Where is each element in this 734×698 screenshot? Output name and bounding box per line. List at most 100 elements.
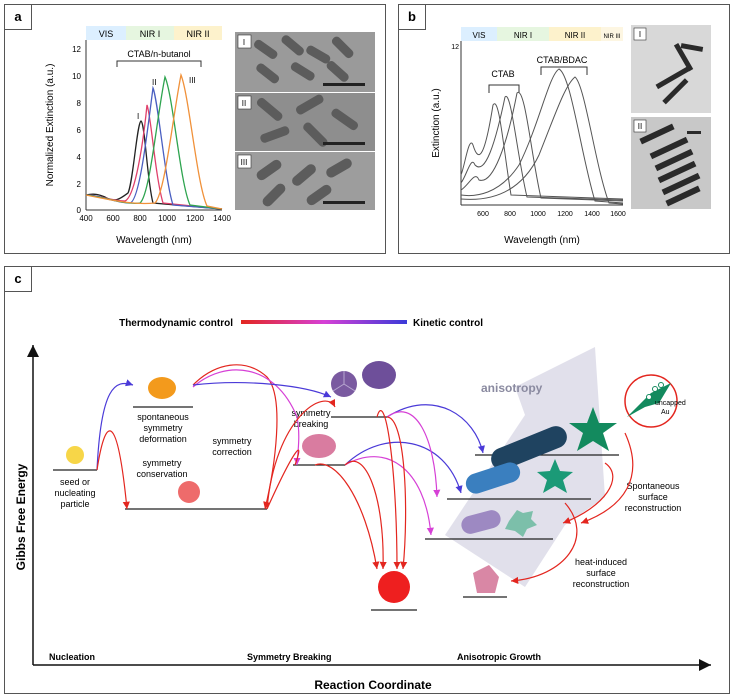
control-gradient-bar	[241, 320, 407, 324]
curve-4	[85, 72, 223, 210]
curve-0	[85, 120, 223, 210]
micrograph-iii	[235, 152, 375, 210]
micrograph-label-iii: III	[241, 158, 248, 167]
band-nir2	[174, 26, 222, 40]
x-tick: 1000	[530, 211, 546, 218]
sym-break-2: breaking	[294, 419, 329, 429]
band-label-nir2: NIR II	[565, 31, 585, 40]
y-axis-label: Normalized Extinction (a.u.)	[45, 64, 56, 187]
series-label: CTAB/n-butanol	[127, 49, 190, 59]
series-bracket	[116, 60, 202, 67]
star-medium	[537, 459, 573, 493]
star-small	[505, 510, 537, 537]
band-label-vis: VIS	[99, 29, 114, 39]
sym-break-1: symmetry	[292, 408, 331, 418]
band-label-vis: VIS	[473, 31, 486, 40]
x-tick: 1400	[213, 214, 231, 223]
panel-c: c Thermodynamic control Kinetic con	[4, 266, 730, 694]
y-tick: 2	[77, 180, 82, 189]
y-tick: 10	[72, 72, 81, 81]
heat-recon-3: reconstruction	[573, 579, 630, 589]
transition-arrows	[96, 364, 634, 585]
stage-anisotropic-growth: Anisotropic Growth	[457, 652, 541, 662]
x-tick: 1400	[584, 211, 600, 218]
panel-a-label: a	[5, 5, 32, 30]
panel-c-diagram: Thermodynamic control Kinetic control Gi…	[14, 318, 711, 692]
x-ticks: 600 800 1000 1200 1400 1600	[477, 211, 626, 218]
sphere-particle	[378, 571, 410, 603]
curve-label-i: I	[137, 112, 139, 121]
curve-label-ii: II	[152, 78, 156, 87]
spont-def-2: symmetry	[144, 423, 183, 433]
star-large	[569, 407, 617, 451]
uncapped-label-1: uncapped	[655, 400, 686, 407]
symmetry-broken-particle	[302, 434, 336, 458]
seed-particle	[66, 446, 84, 464]
panel-a-chart: VIS NIR I NIR II 0 2 4 6 8 10 12 400 600…	[45, 26, 375, 246]
x-ticks: 400 600 800 1000 1200 1400	[79, 214, 231, 223]
x-tick: 800	[504, 211, 516, 218]
x-tick: 600	[106, 214, 120, 223]
band-label-nir2: NIR II	[186, 29, 209, 39]
seed-label-1: seed or	[60, 477, 90, 487]
y-tick: 12	[72, 45, 81, 54]
spont-def-3: deformation	[139, 434, 187, 444]
x-axis-label: Wavelength (nm)	[116, 235, 192, 246]
x-tick: 1200	[186, 214, 204, 223]
curve-label-iii: III	[189, 76, 196, 85]
stage-symmetry-breaking: Symmetry Breaking	[247, 652, 332, 662]
y-ticks: 0 2 4 6 8 10 12	[72, 45, 81, 215]
uncapped-label-2: Au	[661, 409, 670, 416]
stage-nucleation: Nucleation	[49, 652, 95, 662]
panel-c-label: c	[5, 267, 32, 292]
band-vis	[86, 26, 126, 40]
bracket-ctab	[488, 84, 520, 93]
heat-recon-2: surface	[586, 568, 616, 578]
x-tick: 600	[477, 211, 489, 218]
y-axis-label: Gibbs Free Energy	[14, 463, 28, 570]
seed-label-2: nucleating	[54, 488, 95, 498]
micrograph-label-ii: II	[638, 122, 642, 131]
spont-def-1: spontaneous	[137, 412, 189, 422]
symmetric-particle	[178, 481, 200, 503]
decahedral-particle	[362, 361, 396, 389]
spont-recon-3: reconstruction	[625, 503, 682, 513]
x-tick: 400	[79, 214, 93, 223]
y-tick: 6	[77, 126, 82, 135]
y-axis-label: Extinction (a.u.)	[431, 88, 442, 157]
spont-recon-2: surface	[638, 492, 668, 502]
sym-corr-1: symmetry	[213, 436, 252, 446]
medium-nanorod	[465, 462, 521, 494]
bracket-bdac	[540, 66, 588, 75]
spont-recon-1: Spontaneous	[626, 481, 680, 491]
x-tick: 800	[133, 214, 147, 223]
micrograph-stack-a: I II III	[235, 32, 375, 210]
panel-b: b VIS NIR I NIR II NIR III 12 600 800 10…	[398, 4, 730, 254]
x-axis-label: Wavelength (nm)	[504, 235, 580, 246]
extinction-curves	[460, 68, 624, 205]
band-label-nir3: NIR III	[603, 34, 620, 40]
sym-cons-2: conservation	[136, 469, 187, 479]
scale-bar	[323, 83, 365, 86]
scale-bar	[323, 142, 365, 145]
anisotropy-label: anisotropy	[481, 381, 543, 395]
y-tick: 8	[77, 99, 82, 108]
y-tick: 4	[77, 153, 82, 162]
band-label-nir1: NIR I	[140, 29, 161, 39]
legend-thermodynamic: Thermodynamic control	[119, 318, 233, 329]
micrograph-label-i: I	[243, 38, 245, 47]
panel-a: a VIS NIR I NIR II 0 2 4 6 8 10 12 400 6…	[4, 4, 386, 254]
group-label-ctab: CTAB	[491, 69, 514, 79]
y-top-tick: 12	[451, 44, 459, 51]
y-tick: 0	[77, 206, 82, 215]
heat-recon-1: heat-induced	[575, 557, 627, 567]
long-nanorod	[491, 426, 567, 470]
short-nanorod	[461, 510, 501, 534]
sym-corr-2: correction	[212, 447, 252, 457]
scale-bar	[323, 201, 365, 204]
deformed-particle	[148, 377, 176, 399]
x-tick: 1200	[557, 211, 573, 218]
band-label-nir1: NIR I	[514, 31, 532, 40]
reconstructed-particle	[473, 565, 499, 593]
band-nir3	[601, 27, 623, 41]
